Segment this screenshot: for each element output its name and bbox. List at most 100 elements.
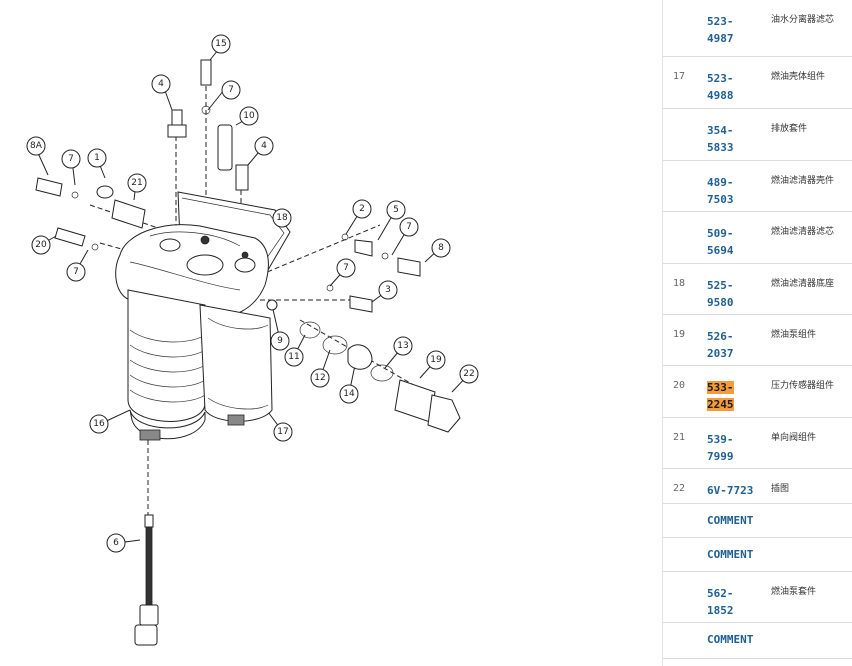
comment-link[interactable]: COMMENT	[707, 548, 754, 561]
part-number-link[interactable]: 525-9580	[707, 279, 734, 309]
callout-20: 20	[31, 235, 51, 255]
callout-3: 3	[378, 280, 398, 300]
part-description: 燃油泵组件	[771, 330, 817, 340]
svg-text:7: 7	[228, 85, 234, 95]
part-row: 523-4987 油水分离器滤芯	[663, 0, 852, 57]
svg-text:8A: 8A	[30, 141, 43, 151]
part-description: 燃油滤清器壳件	[771, 176, 835, 186]
svg-text:14: 14	[343, 389, 355, 399]
callout-7: 7	[221, 80, 241, 100]
comment-row: COMMENT	[663, 538, 852, 572]
part-description: 燃油泵套件	[771, 587, 817, 597]
row-index: 22	[673, 483, 686, 494]
part-number-link[interactable]: 354-5833	[707, 124, 734, 154]
part-row: 489-7503 燃油滤清器壳件	[663, 161, 852, 212]
callout-13: 13	[393, 336, 413, 356]
callout-9: 9	[270, 331, 290, 351]
part-description: 燃油滤清器滤芯	[771, 227, 835, 237]
part-number-link[interactable]: 509-5694	[707, 227, 734, 257]
svg-text:8: 8	[438, 243, 444, 253]
svg-text:3: 3	[385, 285, 391, 295]
callout-21: 21	[127, 173, 147, 193]
callout-1: 1	[87, 148, 107, 168]
callout-7: 7	[61, 149, 81, 169]
svg-text:4: 4	[261, 141, 267, 151]
row-index: 19	[673, 329, 686, 340]
part-number-link[interactable]: 526-2037	[707, 330, 734, 360]
part-number-link[interactable]: 523-4987	[707, 15, 734, 45]
part-description: 排放套件	[771, 124, 808, 134]
comment-link[interactable]: COMMENT	[707, 514, 754, 527]
svg-text:7: 7	[343, 263, 349, 273]
svg-text:7: 7	[73, 267, 79, 277]
row-index: 17	[673, 71, 686, 82]
callout-4: 4	[254, 136, 274, 156]
svg-text:6: 6	[113, 538, 119, 548]
svg-text:1: 1	[94, 153, 100, 163]
callout-8: 8	[431, 238, 451, 258]
callout-10: 10	[239, 106, 259, 126]
part-description: 燃油壳体组件	[771, 72, 826, 82]
part-number-link[interactable]: 6V-7723	[707, 484, 754, 497]
svg-text:9: 9	[277, 336, 283, 346]
svg-text:11: 11	[288, 352, 299, 362]
callout-7: 7	[66, 262, 86, 282]
parts-list-table: 523-4987 油水分离器滤芯 17 523-4988 燃油壳体组件 354-…	[662, 0, 852, 666]
callout-19: 19	[426, 350, 446, 370]
highlighted-part-number: 533-2245	[707, 381, 734, 411]
part-description: 单向阀组件	[771, 433, 817, 443]
svg-text:18: 18	[276, 213, 288, 223]
callout-22: 22	[459, 364, 479, 384]
svg-text:17: 17	[277, 427, 288, 437]
svg-text:2: 2	[359, 204, 365, 214]
row-index: 21	[673, 432, 686, 443]
part-row: 21 539-7999 单向阀组件	[663, 418, 852, 469]
callout-17: 17	[273, 422, 293, 442]
callout-18: 18	[272, 208, 292, 228]
svg-text:4: 4	[158, 79, 164, 89]
svg-text:10: 10	[243, 111, 255, 121]
svg-text:19: 19	[430, 355, 442, 365]
svg-text:7: 7	[68, 154, 74, 164]
callout-14: 14	[339, 384, 359, 404]
svg-text:16: 16	[93, 419, 105, 429]
svg-text:12: 12	[314, 373, 325, 383]
callout-12: 12	[310, 368, 330, 388]
part-row: 22 6V-7723 插图	[663, 469, 852, 504]
svg-text:7: 7	[406, 222, 412, 232]
callout-5: 5	[386, 200, 406, 220]
part-row: 509-5694 燃油滤清器滤芯	[663, 212, 852, 264]
part-number-link[interactable]: 539-7999	[707, 433, 734, 463]
part-row: 19 526-2037 燃油泵组件	[663, 315, 852, 366]
callout-4: 4	[151, 74, 171, 94]
exploded-parts-diagram: 15 7 4 10 4 8A 7 1 21 18 2 5 7 8 20 7 7 …	[26, 34, 479, 646]
svg-text:5: 5	[393, 205, 399, 215]
callout-6: 6	[106, 533, 126, 553]
comment-row: COMMENT	[663, 623, 852, 659]
part-description: 插图	[771, 484, 790, 494]
svg-text:21: 21	[131, 178, 142, 188]
part-row: 354-5833 排放套件	[663, 109, 852, 161]
part-row: 18 525-9580 燃油滤清器底座	[663, 264, 852, 315]
callout-16: 16	[89, 414, 109, 434]
part-number-link[interactable]: 489-7503	[707, 176, 734, 206]
svg-text:15: 15	[215, 39, 226, 49]
row-index: 20	[673, 380, 686, 391]
callout-11: 11	[284, 347, 304, 367]
callout-8a: 8A	[26, 136, 46, 156]
row-index: 18	[673, 278, 686, 289]
part-number-link[interactable]: 533-2245	[707, 379, 747, 413]
part-description: 油水分离器滤芯	[771, 15, 835, 25]
svg-text:13: 13	[397, 341, 408, 351]
callout-2: 2	[352, 199, 372, 219]
part-description: 燃油滤清器底座	[771, 279, 835, 289]
callout-7: 7	[399, 217, 419, 237]
part-number-link[interactable]: 523-4988	[707, 72, 734, 102]
callout-7: 7	[336, 258, 356, 278]
comment-link[interactable]: COMMENT	[707, 633, 754, 646]
part-row: 17 523-4988 燃油壳体组件	[663, 57, 852, 109]
part-number-link[interactable]: 562-1852	[707, 587, 734, 617]
callout-15: 15	[211, 34, 231, 54]
part-description: 压力传感器组件	[771, 381, 835, 391]
comment-row: COMMENT	[663, 504, 852, 538]
